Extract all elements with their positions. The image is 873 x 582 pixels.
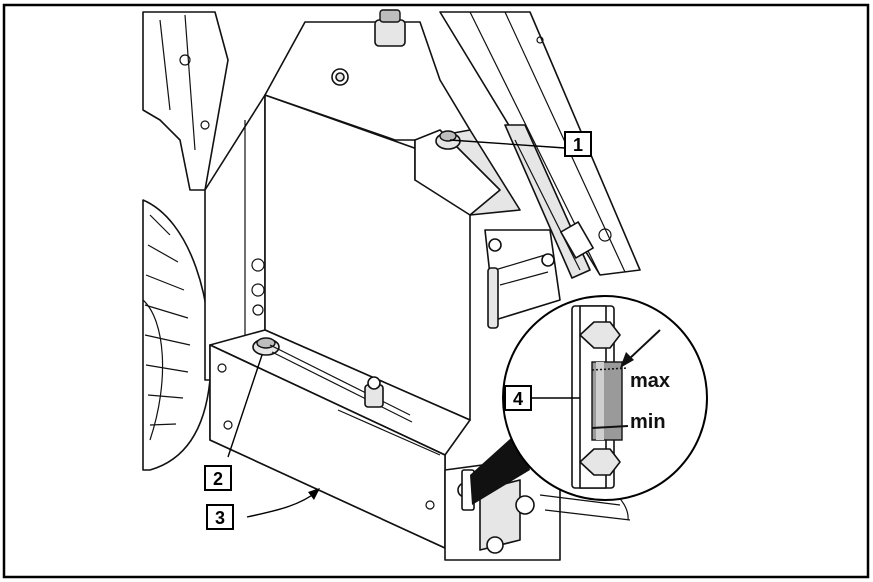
gauge-min-label: min xyxy=(630,411,666,433)
leader-2 xyxy=(227,354,263,458)
callout-2-label: 2 xyxy=(213,469,223,489)
leader-lines xyxy=(227,139,580,518)
leader-3 xyxy=(246,490,319,518)
leader-1 xyxy=(449,139,566,149)
zoom-cone xyxy=(470,430,530,505)
callout-2: 2 xyxy=(204,465,232,491)
filler-cap xyxy=(374,9,406,47)
mounting-bracket xyxy=(484,229,561,329)
wheel-tyre xyxy=(142,199,212,471)
callout-3-label: 3 xyxy=(215,508,225,528)
figure-frame xyxy=(2,3,870,579)
lower-tank xyxy=(209,329,471,549)
callout-1-label: 1 xyxy=(573,135,583,155)
pipe-valve xyxy=(269,344,413,423)
callout-4: 4 xyxy=(504,385,532,411)
machine-frame-left xyxy=(142,11,229,191)
screw-plug-top xyxy=(435,130,461,150)
callout-3: 3 xyxy=(206,504,234,530)
leader-3-arrowhead xyxy=(308,488,320,500)
magnified-inset xyxy=(502,295,708,501)
callout-1: 1 xyxy=(564,131,592,157)
callout-4-label: 4 xyxy=(513,389,523,409)
gauge-max-label: max xyxy=(630,370,670,392)
screw-plug-lower xyxy=(252,337,280,356)
hydraulic-hose xyxy=(504,124,594,279)
